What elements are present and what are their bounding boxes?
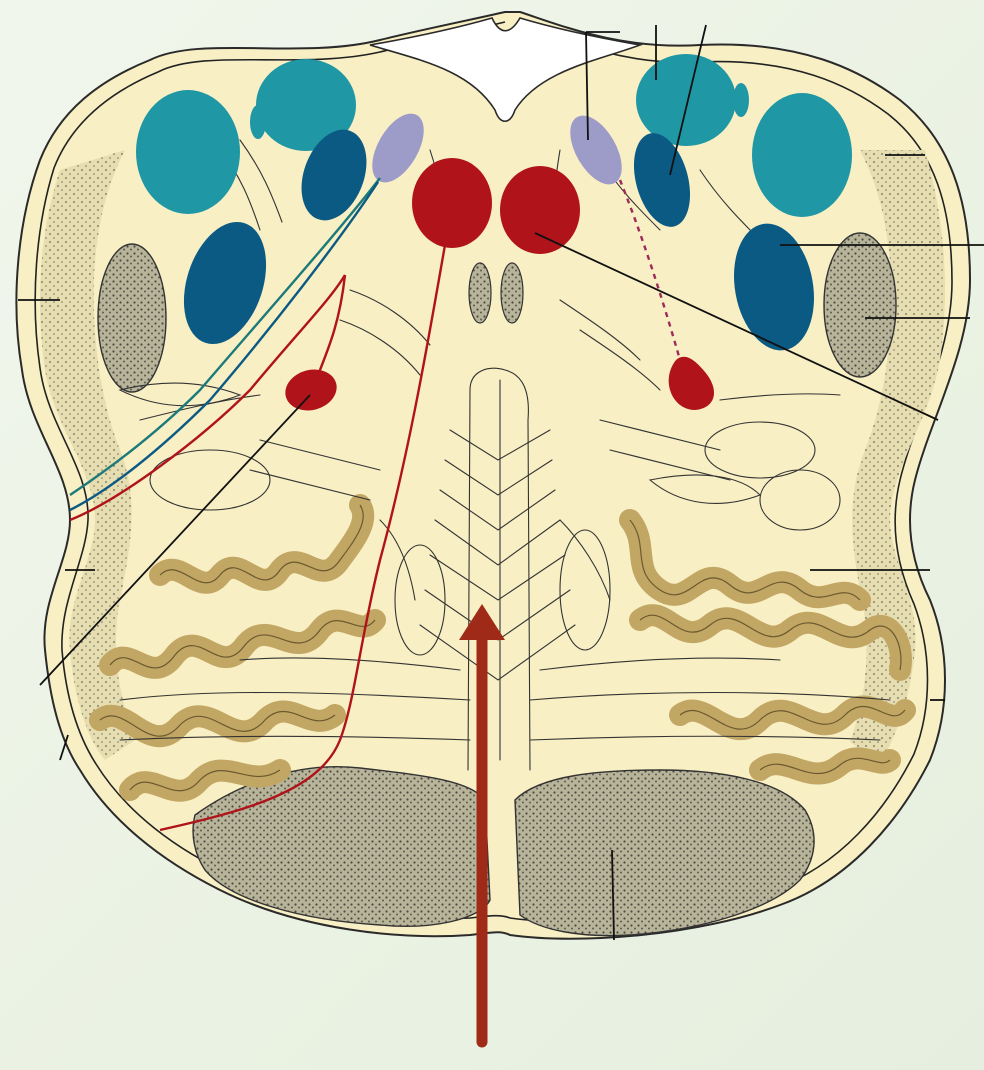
left-teal-nucleus-large: [136, 90, 240, 214]
left-teal-nucleus-small: [250, 105, 266, 139]
right-teal-nucleus-small: [733, 83, 749, 117]
right-teal-nucleus-large: [752, 93, 852, 217]
left-dark-tract: [98, 244, 166, 392]
right-pyramidal-tract: [515, 770, 814, 936]
right-dark-tract: [824, 233, 896, 377]
right-teal-nucleus-upper: [636, 54, 736, 146]
left-pyramidal-tract: [193, 767, 490, 927]
right-small-gray-nucleus: [501, 263, 523, 323]
right-red-nucleus: [500, 166, 580, 254]
left-red-nucleus: [412, 158, 492, 248]
left-small-gray-nucleus: [469, 263, 491, 323]
